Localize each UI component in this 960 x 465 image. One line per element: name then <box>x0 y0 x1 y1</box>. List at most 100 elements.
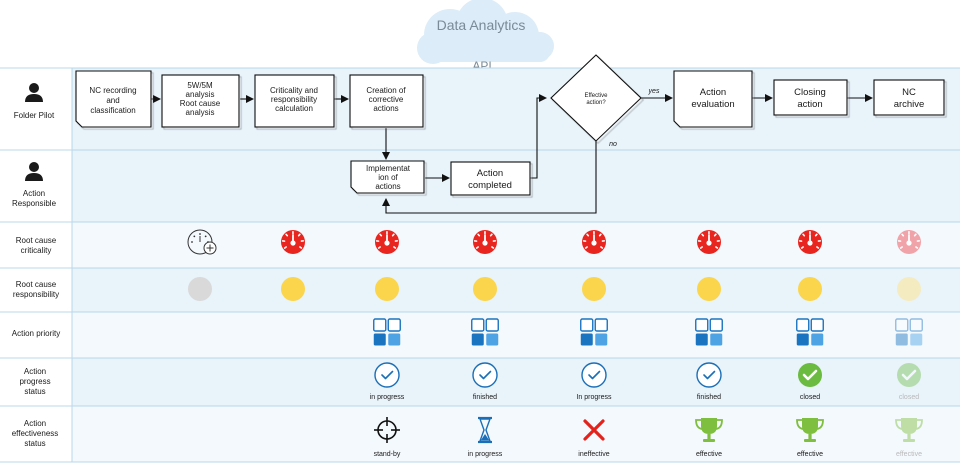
lane-label-responsibility: responsibility <box>13 290 59 299</box>
node-action-evaluation[interactable]: Action evaluation <box>673 70 753 128</box>
check-circle-icon <box>696 362 722 388</box>
edge-decision-no <box>382 141 597 214</box>
responsibility-dot-icon <box>582 277 606 301</box>
node-label: actions <box>373 104 398 113</box>
check-circle-icon <box>581 362 607 388</box>
node-label: Action <box>700 87 726 98</box>
edge-label-yes: yes <box>648 88 660 95</box>
effectiveness-status-label: effective <box>696 451 722 458</box>
node-implementation[interactable]: Implementat ion of actions <box>350 160 425 194</box>
criticality-gauge-icon <box>281 230 305 254</box>
node-criticality[interactable]: Criticality and responsibility calculati… <box>254 74 335 128</box>
progress-status-label: finished <box>473 394 497 401</box>
node-label: responsibility <box>271 95 317 104</box>
responsibility-dot-icon <box>697 277 721 301</box>
lane-label-responsible: Responsible <box>12 199 57 208</box>
node-label: Implementat <box>366 164 411 173</box>
progress-status-label: in progress <box>370 394 405 401</box>
lane-label-root-cause: Root cause <box>16 280 57 289</box>
effectiveness-status-label: effective <box>797 451 823 458</box>
node-action-completed[interactable]: Action completed <box>450 161 531 196</box>
progress-status-label: finished <box>697 394 721 401</box>
lane-label-action: Action <box>24 367 46 376</box>
responsibility-dot-icon <box>897 277 921 301</box>
node-creation[interactable]: Creation of corrective actions <box>349 74 424 128</box>
node-label: Root cause <box>180 99 221 108</box>
cross-icon <box>583 419 605 441</box>
node-nc-archive[interactable]: NC archive <box>873 79 945 116</box>
lane-label-progress: progress <box>19 377 50 386</box>
node-label: Criticality and <box>270 86 318 95</box>
responsibility-dot-icon <box>281 277 305 301</box>
responsibility-dot-icon <box>798 277 822 301</box>
node-nc-recording[interactable]: NC recording and classification <box>75 70 152 128</box>
progress-status-label: closed <box>800 394 820 401</box>
node-label: 5W/5M <box>187 81 213 90</box>
status-icon-rows: in progress finished In progress finished cl… <box>187 229 923 458</box>
person-icon <box>25 83 43 102</box>
criticality-gauge-icon <box>798 230 822 254</box>
effectiveness-status-label: in progress <box>468 451 503 458</box>
progress-status-label: In progress <box>576 394 612 401</box>
lane-label-effectiveness: effectiveness <box>12 429 59 438</box>
node-label: corrective <box>369 95 404 104</box>
check-circle-filled-icon <box>897 363 921 387</box>
effectiveness-status-label: ineffective <box>578 451 609 458</box>
node-label: Action <box>477 168 503 179</box>
criticality-gauge-icon <box>897 230 921 254</box>
priority-grid-icon <box>580 318 608 346</box>
node-label: archive <box>894 99 925 110</box>
priority-grid-icon <box>471 318 499 346</box>
criticality-gauge-icon <box>582 230 606 254</box>
edge-label-no: no <box>609 141 617 148</box>
check-circle-icon <box>472 362 498 388</box>
responsibility-dot-icon <box>188 277 212 301</box>
node-label: ion of <box>378 173 398 182</box>
lane-effectiveness-bg <box>72 406 960 462</box>
node-label: actions <box>375 182 400 191</box>
node-label: completed <box>468 180 512 191</box>
node-label: NC recording <box>89 86 136 95</box>
diagram-title: Data Analytics <box>437 17 526 33</box>
lane-label-action: Action <box>24 419 46 428</box>
cloud-icon <box>417 0 554 64</box>
trophy-icon <box>796 418 824 442</box>
node-label: action <box>797 99 822 110</box>
priority-grid-icon <box>695 318 723 346</box>
criticality-gauge-icon <box>375 230 399 254</box>
lane-label-action-priority: Action priority <box>12 329 60 338</box>
lane-label-action: Action <box>23 189 45 198</box>
effectiveness-status-label: stand-by <box>374 451 401 458</box>
lane-label-criticality: criticality <box>21 246 52 255</box>
node-label: Creation of <box>366 86 406 95</box>
node-label: Closing <box>794 87 826 98</box>
lane-progress-bg <box>72 358 960 406</box>
node-label: analysis <box>186 108 215 117</box>
person-icon <box>25 162 43 181</box>
node-analysis[interactable]: 5W/5M analysis Root cause analysis <box>161 74 240 128</box>
node-label: NC <box>902 87 916 98</box>
node-label: evaluation <box>691 99 734 110</box>
node-label: classification <box>90 106 135 115</box>
node-label: Effective <box>585 93 609 99</box>
check-circle-filled-icon <box>798 363 822 387</box>
node-label: analysis <box>186 90 215 99</box>
hourglass-icon <box>478 416 492 444</box>
node-label: and <box>106 96 119 105</box>
node-closing-action[interactable]: Closing action <box>773 79 848 116</box>
flow-edges <box>151 94 873 214</box>
node-decision[interactable]: Effective action? <box>550 54 642 142</box>
responsibility-dot-icon <box>473 277 497 301</box>
lane-label-root-cause: Root cause <box>16 236 57 245</box>
progress-status-label: closed <box>899 394 919 401</box>
lane-label-status: status <box>24 387 45 396</box>
node-label: action? <box>586 100 606 106</box>
responsibility-dot-icon <box>375 277 399 301</box>
effectiveness-status-label: effective <box>896 451 922 458</box>
priority-grid-icon <box>895 318 923 346</box>
criticality-gauge-icon <box>473 230 497 254</box>
priority-grid-icon <box>373 318 401 346</box>
lane-label-status: status <box>24 439 45 448</box>
crosshair-icon <box>374 417 400 443</box>
